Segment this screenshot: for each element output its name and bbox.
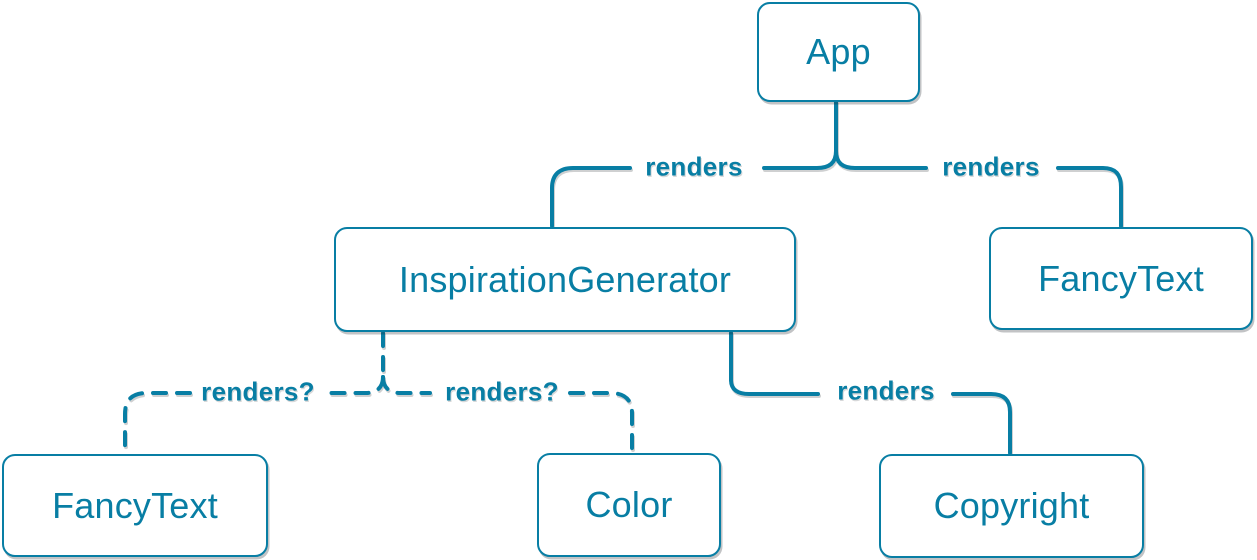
- edge-inspirationgenerator-to-copyright-drop: [951, 392, 1012, 455]
- node-inspiration-generator-label: InspirationGenerator: [398, 258, 732, 300]
- edge-app-to-inspirationgenerator-left-shoulder: [762, 149, 838, 170]
- node-fancy-text-bottom-label: FancyText: [52, 484, 218, 526]
- node-app-label: App: [806, 31, 871, 72]
- edge-inspirationgenerator-to-copyright-start: [729, 331, 820, 396]
- node-app: App: [757, 2, 920, 102]
- edge-label-renders-conditional-color: renders?: [445, 376, 559, 407]
- node-color-label: Color: [585, 484, 673, 525]
- edge-label-renders-fancytext: renders: [942, 151, 1040, 182]
- edge-conditional-to-fancytext-drop: [123, 391, 192, 455]
- edge-app-to-fancytext-drop: [1056, 166, 1123, 228]
- node-color: Color: [537, 453, 721, 557]
- edge-conditional-to-color-drop: [568, 391, 634, 454]
- edge-app-to-fancytext-right-shoulder: [834, 149, 928, 170]
- edge-conditional-left-shoulder: [328, 375, 385, 395]
- edge-label-renders-inspirationgenerator: renders: [645, 151, 743, 182]
- node-fancy-text-top-label: FancyText: [1038, 257, 1204, 299]
- node-copyright: Copyright: [879, 454, 1144, 558]
- edge-conditional-right-shoulder: [381, 375, 432, 395]
- node-inspiration-generator: InspirationGenerator: [334, 227, 796, 332]
- edge-app-to-inspirationgenerator-drop: [550, 166, 632, 228]
- edge-label-renders-conditional-fancytext: renders?: [201, 376, 315, 407]
- node-copyright-label: Copyright: [933, 485, 1090, 526]
- node-fancy-text-top: FancyText: [989, 227, 1253, 330]
- node-fancy-text-bottom: FancyText: [2, 454, 268, 557]
- edge-label-renders-copyright: renders: [837, 375, 935, 406]
